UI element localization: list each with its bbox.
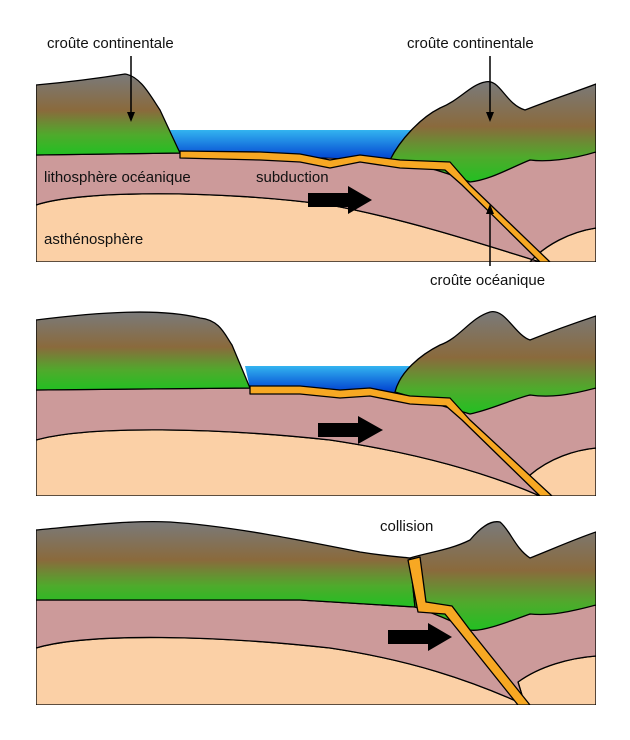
right-arrow-icon: [308, 186, 372, 214]
right-arrow-icon: [388, 623, 452, 651]
panel-ocean-closing: [36, 290, 596, 496]
continental-crust-left: [36, 73, 181, 156]
label-continental-crust-left: croûte continentale: [47, 35, 174, 52]
panel-subduction: [36, 20, 596, 262]
label-collision: collision: [380, 518, 433, 535]
label-oceanic-crust: croûte océanique: [430, 272, 545, 289]
label-subduction: subduction: [256, 169, 329, 186]
pointer-head-continental-crust-left: [127, 112, 135, 122]
label-asthenosphere: asthénosphère: [44, 231, 143, 248]
right-arrow-icon: [318, 416, 383, 444]
continental-crust-right: [389, 81, 596, 183]
label-continental-crust-right: croûte continentale: [407, 35, 534, 52]
continental-crust-right: [409, 521, 596, 631]
pointer-head-oceanic-crust: [486, 204, 494, 214]
continental-crust-left: [36, 520, 416, 608]
oceanic-crust-slab: [179, 150, 551, 262]
continental-crust-right: [394, 311, 596, 415]
label-oceanic-lithosphere: lithosphère océanique: [44, 169, 191, 186]
oceanic-crust-slab: [249, 385, 553, 496]
oceanic-crust-slab: [407, 556, 531, 705]
continental-crust-left: [36, 311, 251, 391]
panel-collision: [36, 505, 596, 705]
pointer-head-continental-crust-right: [486, 112, 494, 122]
